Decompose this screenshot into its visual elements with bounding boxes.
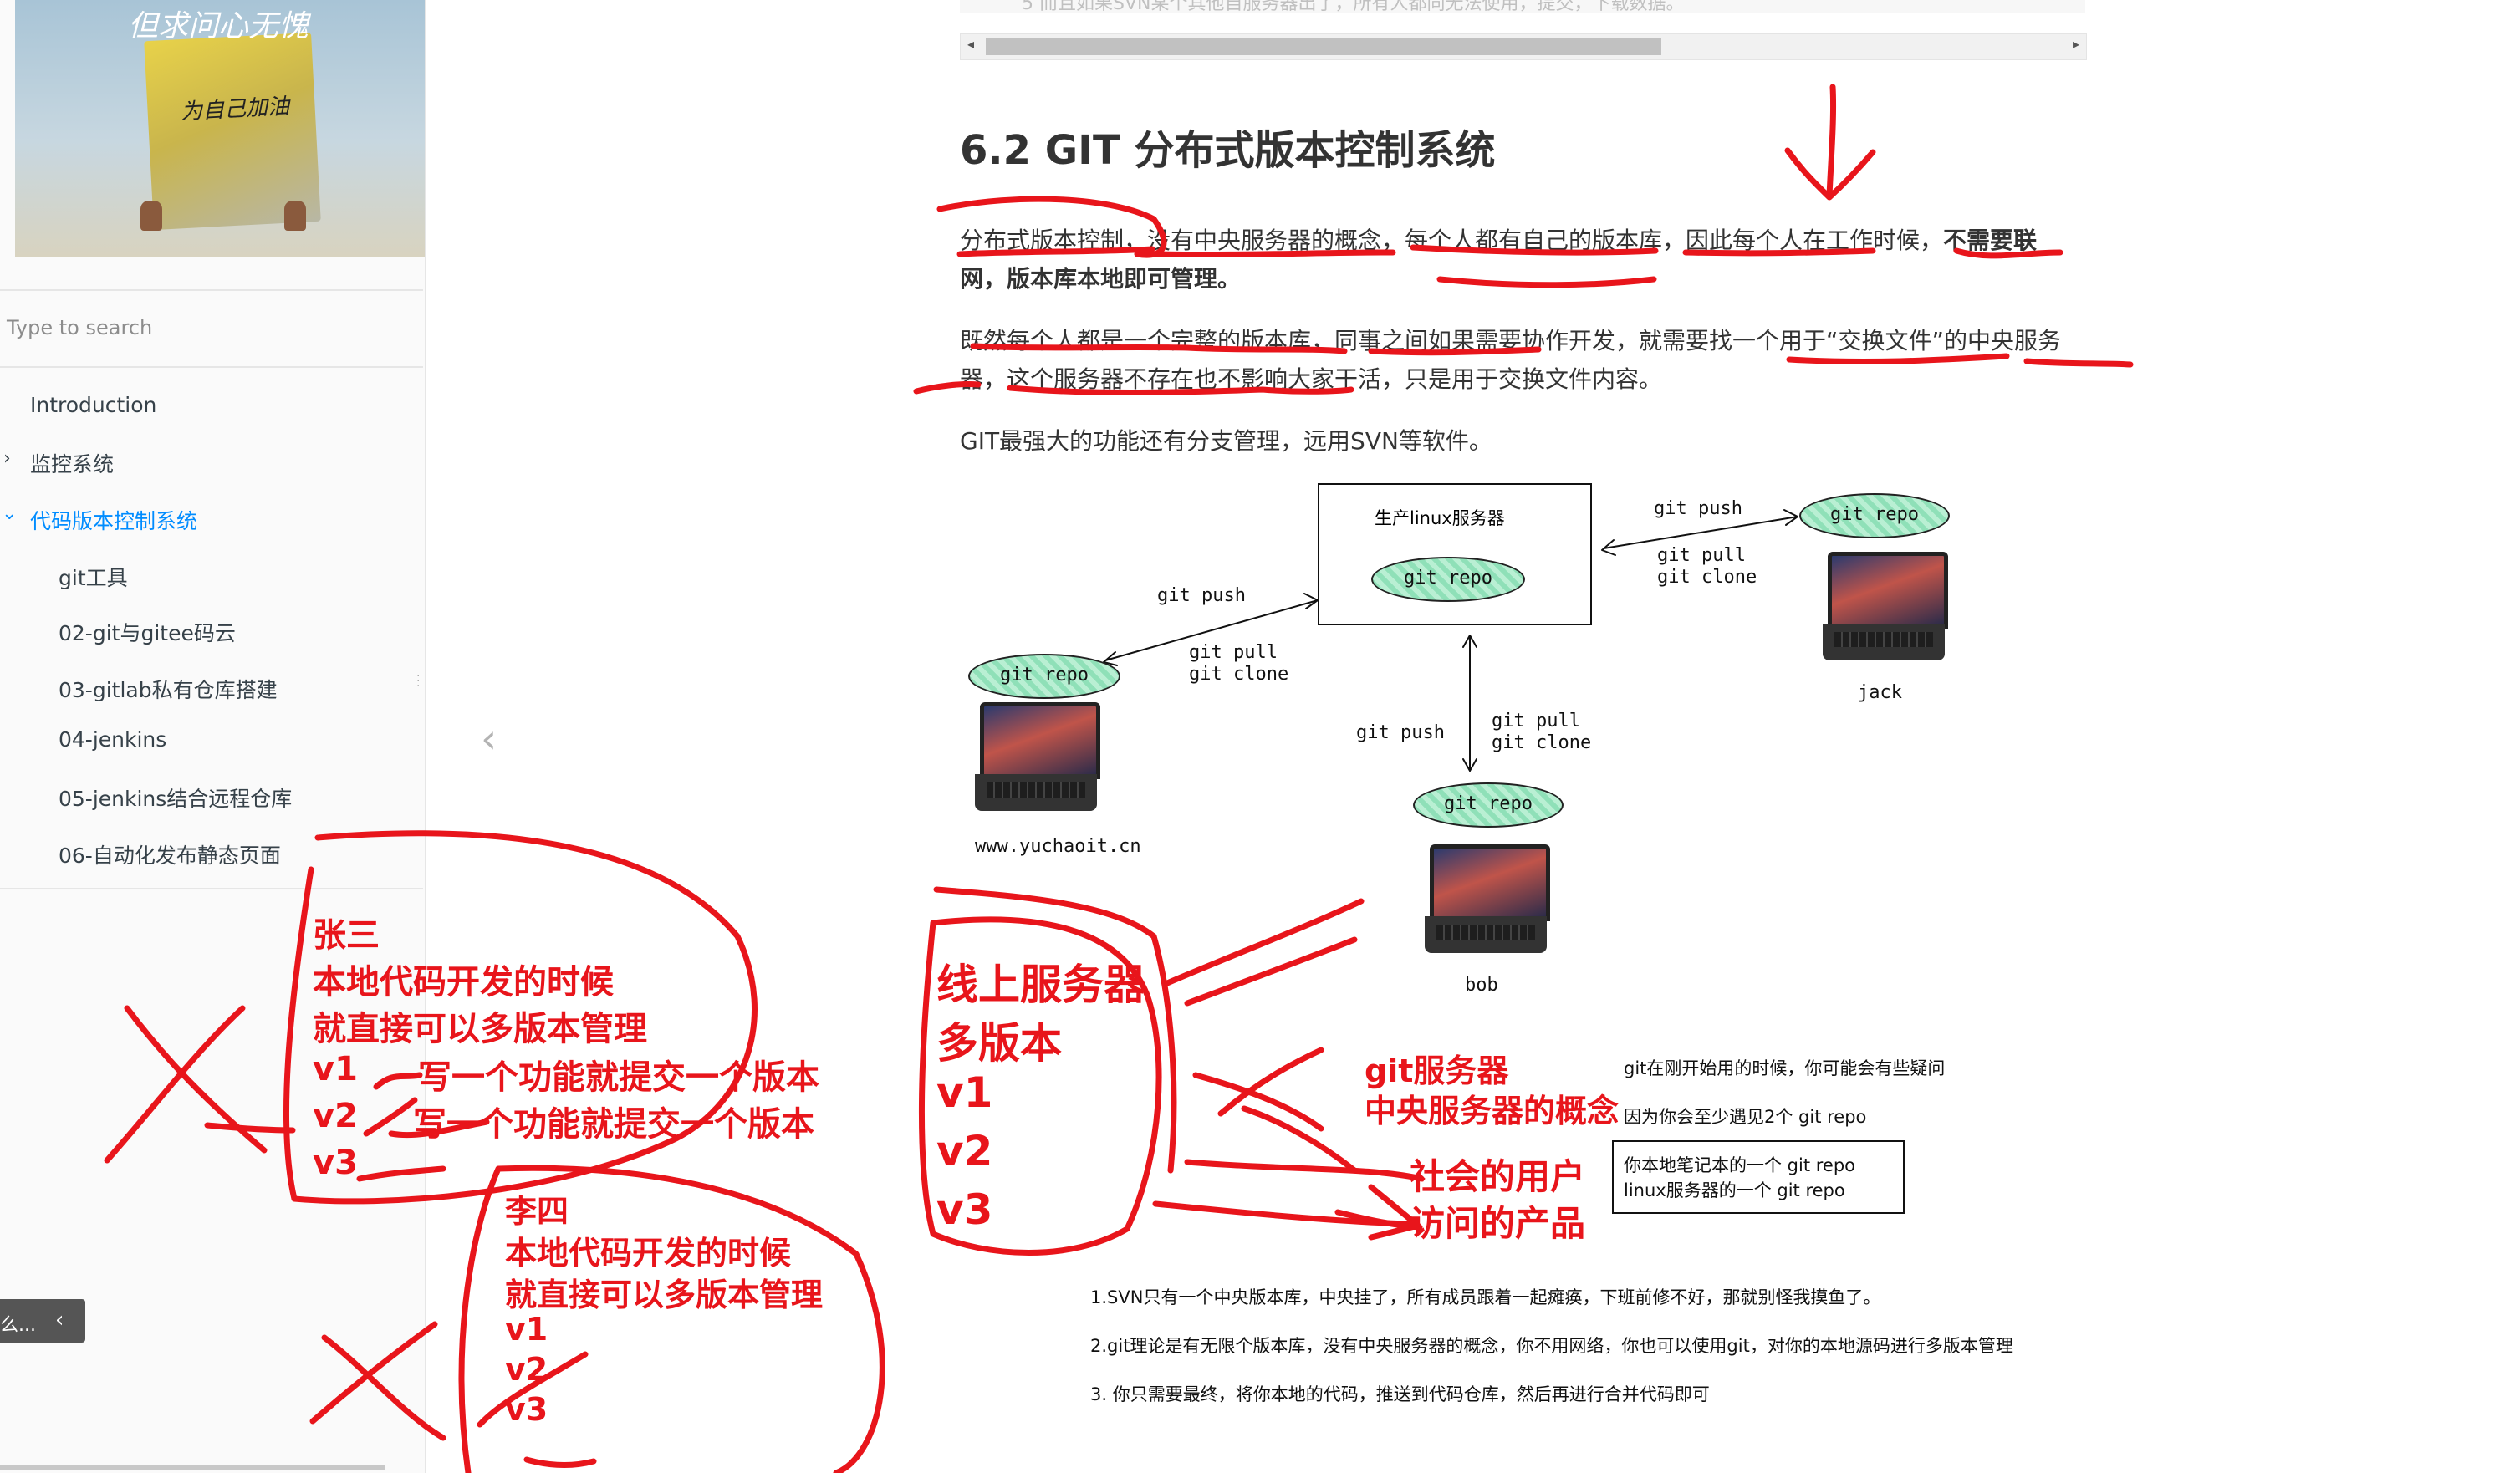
toc-toggle-button[interactable]: 么... ‹ xyxy=(0,1299,85,1343)
sidebar-item-monitoring[interactable]: 监控系统 xyxy=(30,452,115,477)
site-repo: git repo xyxy=(968,654,1120,699)
paragraph-2-line-1: 既然每个人都是一个完整的版本库，同事之间如果需要协作开发，就需要找一个用于“交换… xyxy=(960,327,2062,354)
sidebar-item-auto-deploy[interactable]: 06-自动化发布静态页面 xyxy=(59,844,281,868)
hw-lisi-v2: v2 xyxy=(505,1351,548,1388)
hw-social-product: 访问的产品 xyxy=(1410,1203,1586,1244)
sidebar-resize-handle[interactable]: ··· xyxy=(416,670,421,693)
search-input[interactable]: Type to search xyxy=(7,316,153,339)
scroll-right-icon[interactable]: ▸ xyxy=(2072,36,2079,52)
summary-line-2: 2.git理论是有无限个版本库，没有中央服务器的概念，你不用网络，你也可以使用g… xyxy=(1090,1336,2013,1356)
sidebar-item-jenkins[interactable]: 04-jenkins xyxy=(59,727,167,752)
code-block: 5 而且如果SVN某个其他自服务器出了，所有人都同无法使用，提交，下载数据。 xyxy=(960,0,2085,14)
section-heading: 6.2 GIT 分布式版本控制系统 xyxy=(960,127,1496,174)
sidebar-item-gitlab[interactable]: 03-gitlab私有仓库搭建 xyxy=(59,678,278,702)
summary-line-1: 1.SVN只有一个中央版本库，中央挂了，所有成员跟着一起瘫痪，下班前修不好，那就… xyxy=(1090,1287,1881,1307)
banner-motto: 为自己加油 xyxy=(180,94,290,125)
push-label-right: git push xyxy=(1654,498,1742,519)
code-horizontal-scrollbar[interactable]: ◂ ▸ xyxy=(960,33,2087,60)
hw-lisi-line: 就直接可以多版本管理 xyxy=(505,1277,824,1313)
sidebar-item-introduction[interactable]: Introduction xyxy=(30,393,157,417)
code-line: 5 而且如果SVN某个其他自服务器出了，所有人都同无法使用，提交，下载数据。 xyxy=(1022,0,1685,14)
hw-zhangsan-line: 就直接可以多版本管理 xyxy=(313,1010,647,1048)
hw-zhangsan-v1: v1 xyxy=(313,1050,358,1088)
note-line-2: 因为你会至少遇见2个 git repo xyxy=(1624,1107,1867,1127)
hw-central-server: 中央服务器的概念 xyxy=(1365,1093,1620,1129)
hw-zhangsan-v2: v2 xyxy=(313,1097,358,1135)
hw-zhangsan-line: 本地代码开发的时候 xyxy=(313,963,614,1002)
hw-zhangsan-v3: v3 xyxy=(313,1144,358,1182)
search-box[interactable]: Type to search xyxy=(0,289,423,368)
pull-label-bottom: git pull xyxy=(1492,711,1580,731)
site-laptop-icon xyxy=(975,702,1100,811)
paragraph-3: GIT最强大的功能还有分支管理，远用SVN等软件。 xyxy=(960,427,1492,455)
scrollbar-thumb[interactable] xyxy=(986,38,1661,55)
repo-label: git repo xyxy=(1000,665,1089,686)
linux-server-box: 生产linux服务器 xyxy=(1318,483,1592,625)
paragraph-1-line-2: 网，版本库本地即可管理。 xyxy=(960,265,1242,293)
hand-right xyxy=(284,201,306,231)
clone-label-bottom: git clone xyxy=(1492,732,1592,753)
clone-label-left: git clone xyxy=(1189,664,1289,685)
paragraph-1-line-1: 分布式版本控制，没有中央服务器的概念，每个人都有自己的版本库，因此每个人在工作时… xyxy=(960,222,2037,256)
hw-git-server: git服务器 xyxy=(1365,1053,1509,1089)
toc-toggle-label: 么... xyxy=(0,1315,36,1336)
user-jack: jack xyxy=(1858,682,1902,703)
hw-lisi-v1: v1 xyxy=(505,1311,548,1348)
server-caption: 生产linux服务器 xyxy=(1375,508,1505,528)
paragraph-bold: 不需要联 xyxy=(1943,227,2038,254)
hw-lisi-title: 李四 xyxy=(505,1193,569,1230)
hw-online-v3: v3 xyxy=(936,1185,993,1234)
server-repo: git repo xyxy=(1371,557,1525,602)
sidebar-item-git-gitee[interactable]: 02-git与gitee码云 xyxy=(59,621,236,645)
user-bob: bob xyxy=(1465,975,1498,996)
pull-label-left: git pull xyxy=(1189,642,1278,663)
chevron-down-icon[interactable]: ⌄ xyxy=(2,503,18,524)
arrow-push-right xyxy=(1603,516,1798,549)
pull-label-right: git pull xyxy=(1657,545,1746,566)
repo-label: git repo xyxy=(1830,504,1919,525)
repo-label: git repo xyxy=(1444,793,1533,814)
summary-line-3: 3. 你只需要最终，将你本地的代码，推送到代码仓库，然后再进行合并代码即可 xyxy=(1090,1384,1710,1404)
note-box-line-2: linux服务器的一个 git repo xyxy=(1624,1180,1845,1200)
push-label-bottom: git push xyxy=(1356,722,1445,743)
chevron-left-icon: ‹ xyxy=(55,1307,64,1333)
hw-social-users: 社会的用户 xyxy=(1410,1156,1586,1197)
sidebar-item-git-tools[interactable]: git工具 xyxy=(59,566,128,590)
sidebar-banner-image: 但求问心无愧 为自己加油 xyxy=(15,0,425,257)
paragraph-text: 分布式版本控制，没有中央服务器的概念，每个人都有自己的版本库，因此每个人在工作时… xyxy=(960,227,1944,254)
paragraph-2-line-2: 器，这个服务器不存在也不影响大家干活，只是用于交换文件内容。 xyxy=(960,365,1663,393)
sidebar-item-vcs[interactable]: 代码版本控制系统 xyxy=(30,509,198,533)
sidebar-item-jenkins-remote[interactable]: 05-jenkins结合远程仓库 xyxy=(59,787,293,811)
sidebar-divider xyxy=(0,888,423,889)
prev-page-button[interactable]: ‹ xyxy=(481,716,497,762)
note-box xyxy=(1612,1140,1905,1214)
hw-online-v2: v2 xyxy=(936,1127,993,1175)
sidebar-scrollbar[interactable] xyxy=(0,1465,385,1470)
jack-laptop-icon xyxy=(1823,552,1948,660)
note-box-line-1: 你本地笔记本的一个 git repo xyxy=(1624,1155,1856,1175)
hw-zhangsan-note: 写一个功能就提交一个版本 xyxy=(418,1058,819,1097)
banner-title: 但求问心无愧 xyxy=(128,9,309,43)
hw-zhangsan-title: 张三 xyxy=(313,916,380,955)
hand-left xyxy=(140,201,162,231)
bob-laptop-icon xyxy=(1425,844,1550,953)
hw-lisi-line: 本地代码开发的时候 xyxy=(505,1235,792,1272)
bob-repo: git repo xyxy=(1413,782,1564,828)
hw-lisi-v3: v3 xyxy=(505,1391,548,1428)
chevron-right-icon[interactable]: › xyxy=(3,448,11,469)
sidebar: 但求问心无愧 为自己加油 Type to search Introduction… xyxy=(0,0,426,1473)
hw-online-title: 线上服务器 xyxy=(936,961,1145,1009)
clone-label-right: git clone xyxy=(1657,567,1757,588)
jack-repo: git repo xyxy=(1799,493,1950,538)
repo-label: git repo xyxy=(1404,568,1492,589)
hw-online-line: 多版本 xyxy=(936,1019,1062,1068)
hw-zhangsan-note: 写一个功能就提交一个版本 xyxy=(413,1105,814,1144)
push-label-left: git push xyxy=(1157,585,1246,606)
note-line-1: git在刚开始用的时候，你可能会有些疑问 xyxy=(1624,1058,1946,1078)
user-site: www.yuchaoit.cn xyxy=(975,836,1141,857)
hw-online-v1: v1 xyxy=(936,1068,993,1117)
scroll-left-icon[interactable]: ◂ xyxy=(967,36,975,52)
